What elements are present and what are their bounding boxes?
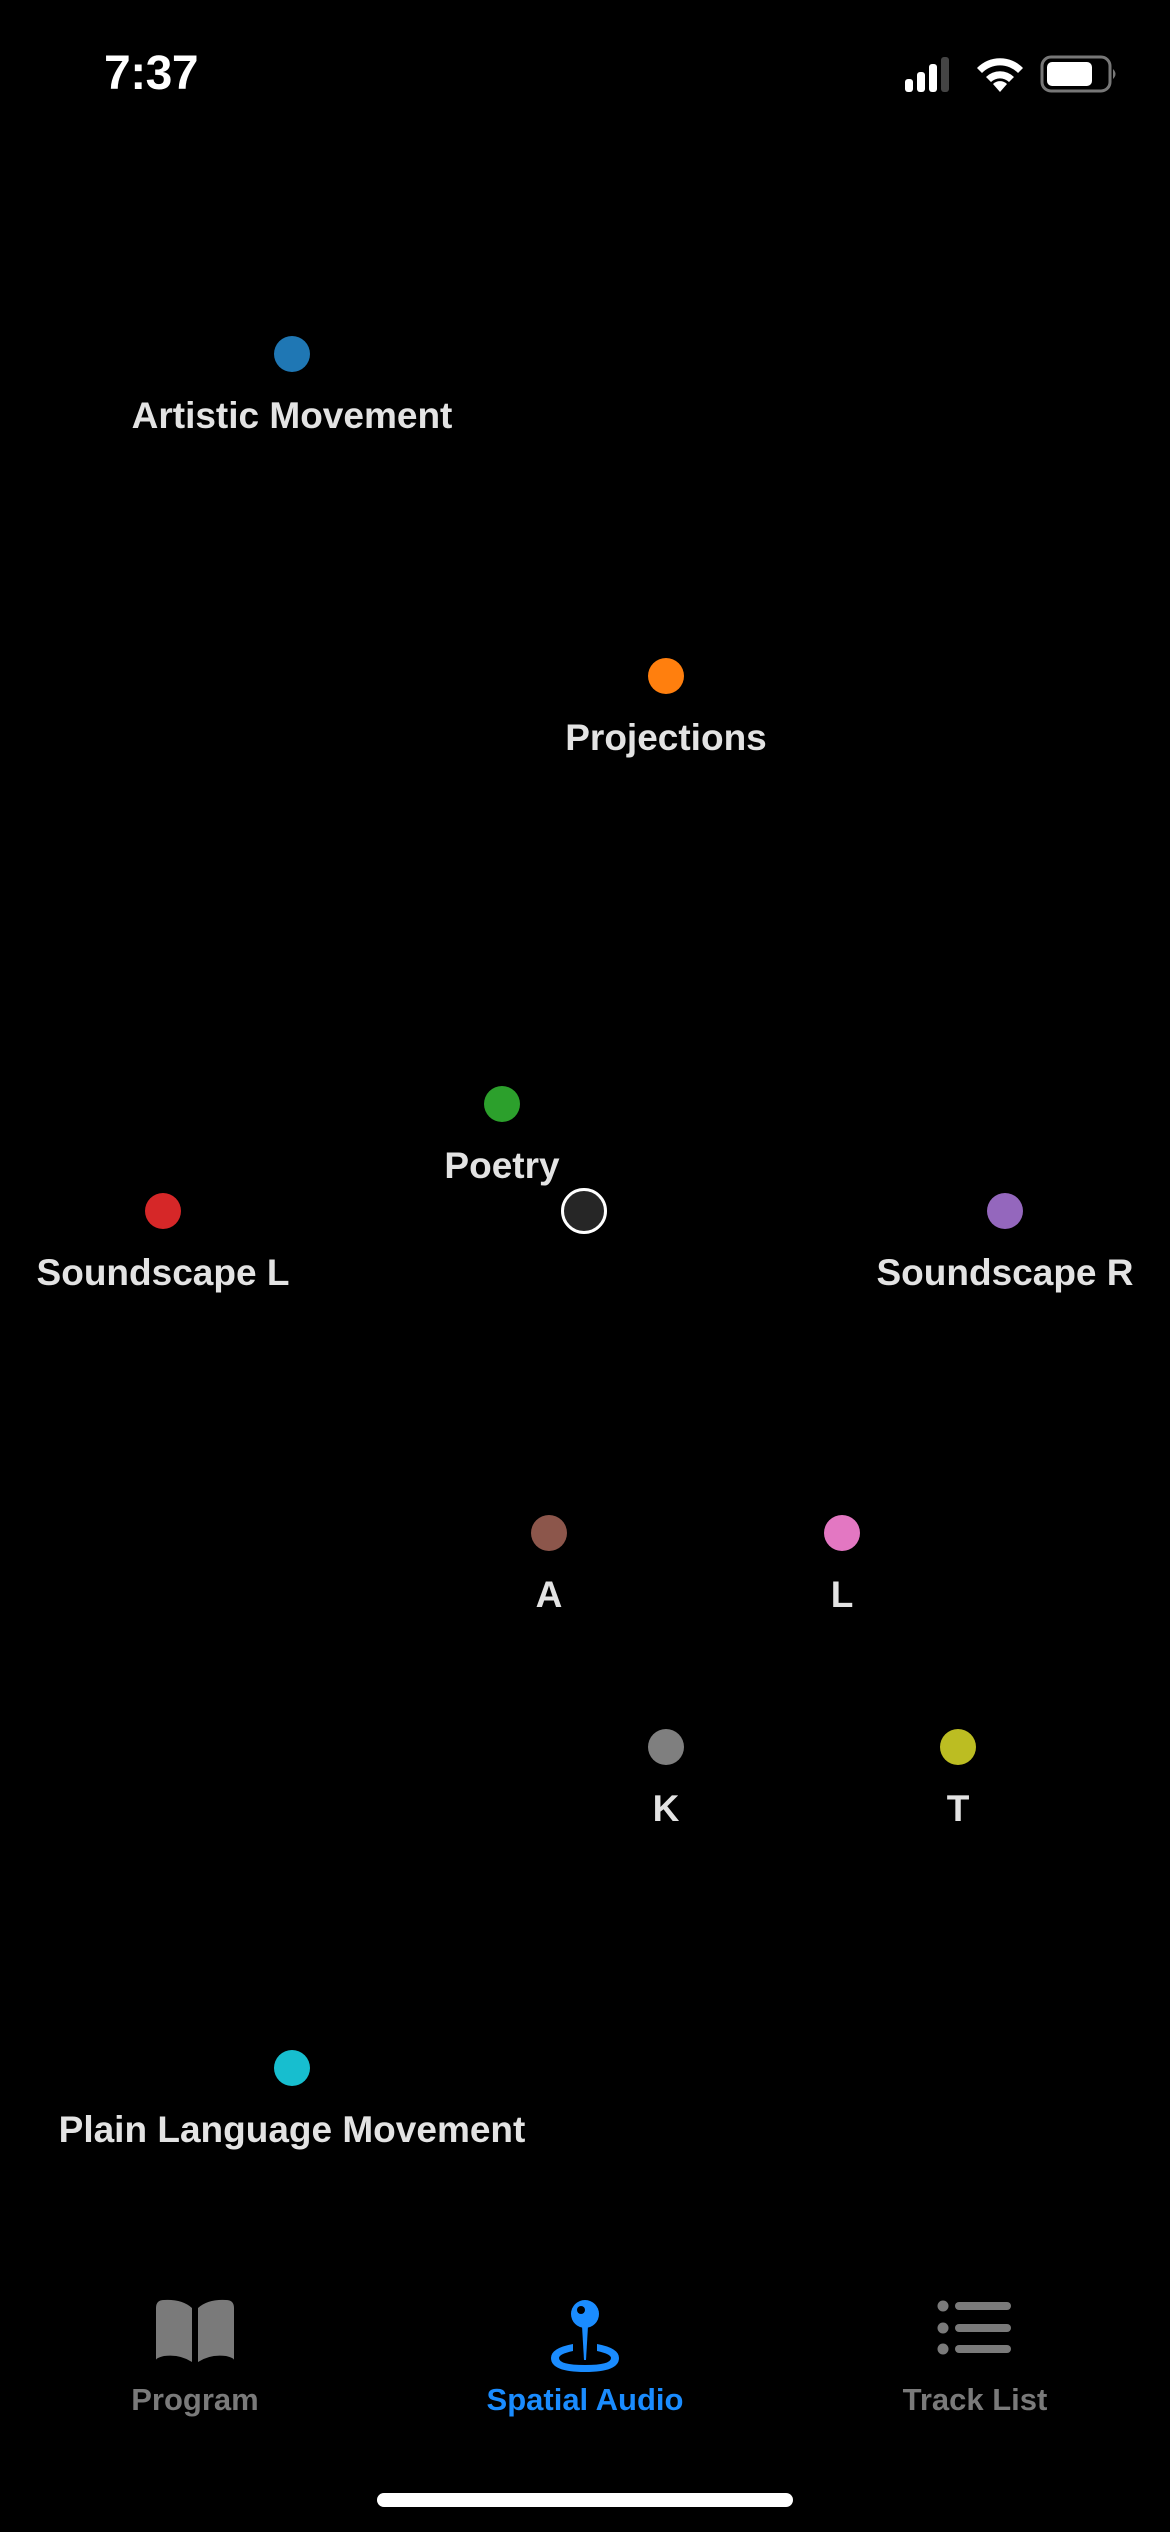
status-bar: 7:37 (0, 0, 1170, 140)
source-label: Poetry (444, 1145, 560, 1186)
source-label: K (652, 1788, 680, 1829)
source-dot[interactable] (274, 336, 310, 372)
status-time: 7:37 (104, 47, 199, 100)
tab-program[interactable]: Program (0, 2270, 390, 2430)
tab-label: Track List (902, 2382, 1048, 2417)
list-bullet-icon (937, 2300, 1011, 2355)
source-dot[interactable] (648, 658, 684, 694)
source-label: A (535, 1574, 563, 1615)
source-dot[interactable] (824, 1515, 860, 1551)
tab-track-list[interactable]: Track List (780, 2270, 1170, 2430)
source-label: Plain Language Movement (58, 2109, 526, 2150)
mappin-ellipse-icon (551, 2300, 619, 2372)
home-indicator[interactable] (377, 2493, 793, 2507)
source-dot[interactable] (274, 2050, 310, 2086)
listener-position-handle[interactable] (561, 1188, 607, 1234)
source-dot[interactable] (987, 1193, 1023, 1229)
tab-label: Program (131, 2382, 259, 2417)
cellular-signal-icon (905, 57, 949, 92)
source-dot[interactable] (940, 1729, 976, 1765)
source-label: Soundscape R (876, 1252, 1134, 1293)
tab-spatial-audio[interactable]: Spatial Audio (390, 2270, 780, 2430)
wifi-icon (977, 58, 1023, 92)
tab-bar: Program Spatial Audio Track List (0, 2270, 1170, 2470)
source-dot[interactable] (145, 1193, 181, 1229)
source-label: Projections (565, 717, 767, 758)
source-dot[interactable] (484, 1086, 520, 1122)
battery-icon (1040, 55, 1116, 93)
tab-label: Spatial Audio (486, 2382, 684, 2417)
source-label: Soundscape L (36, 1252, 290, 1293)
book-icon (156, 2299, 234, 2362)
source-dot[interactable] (648, 1729, 684, 1765)
source-dot[interactable] (531, 1515, 567, 1551)
source-label: Artistic Movement (131, 395, 453, 436)
spatial-audio-canvas[interactable]: Artistic Movement Projections Poetry Sou… (0, 140, 1170, 2270)
source-label: L (830, 1574, 854, 1615)
source-label: T (946, 1788, 970, 1829)
